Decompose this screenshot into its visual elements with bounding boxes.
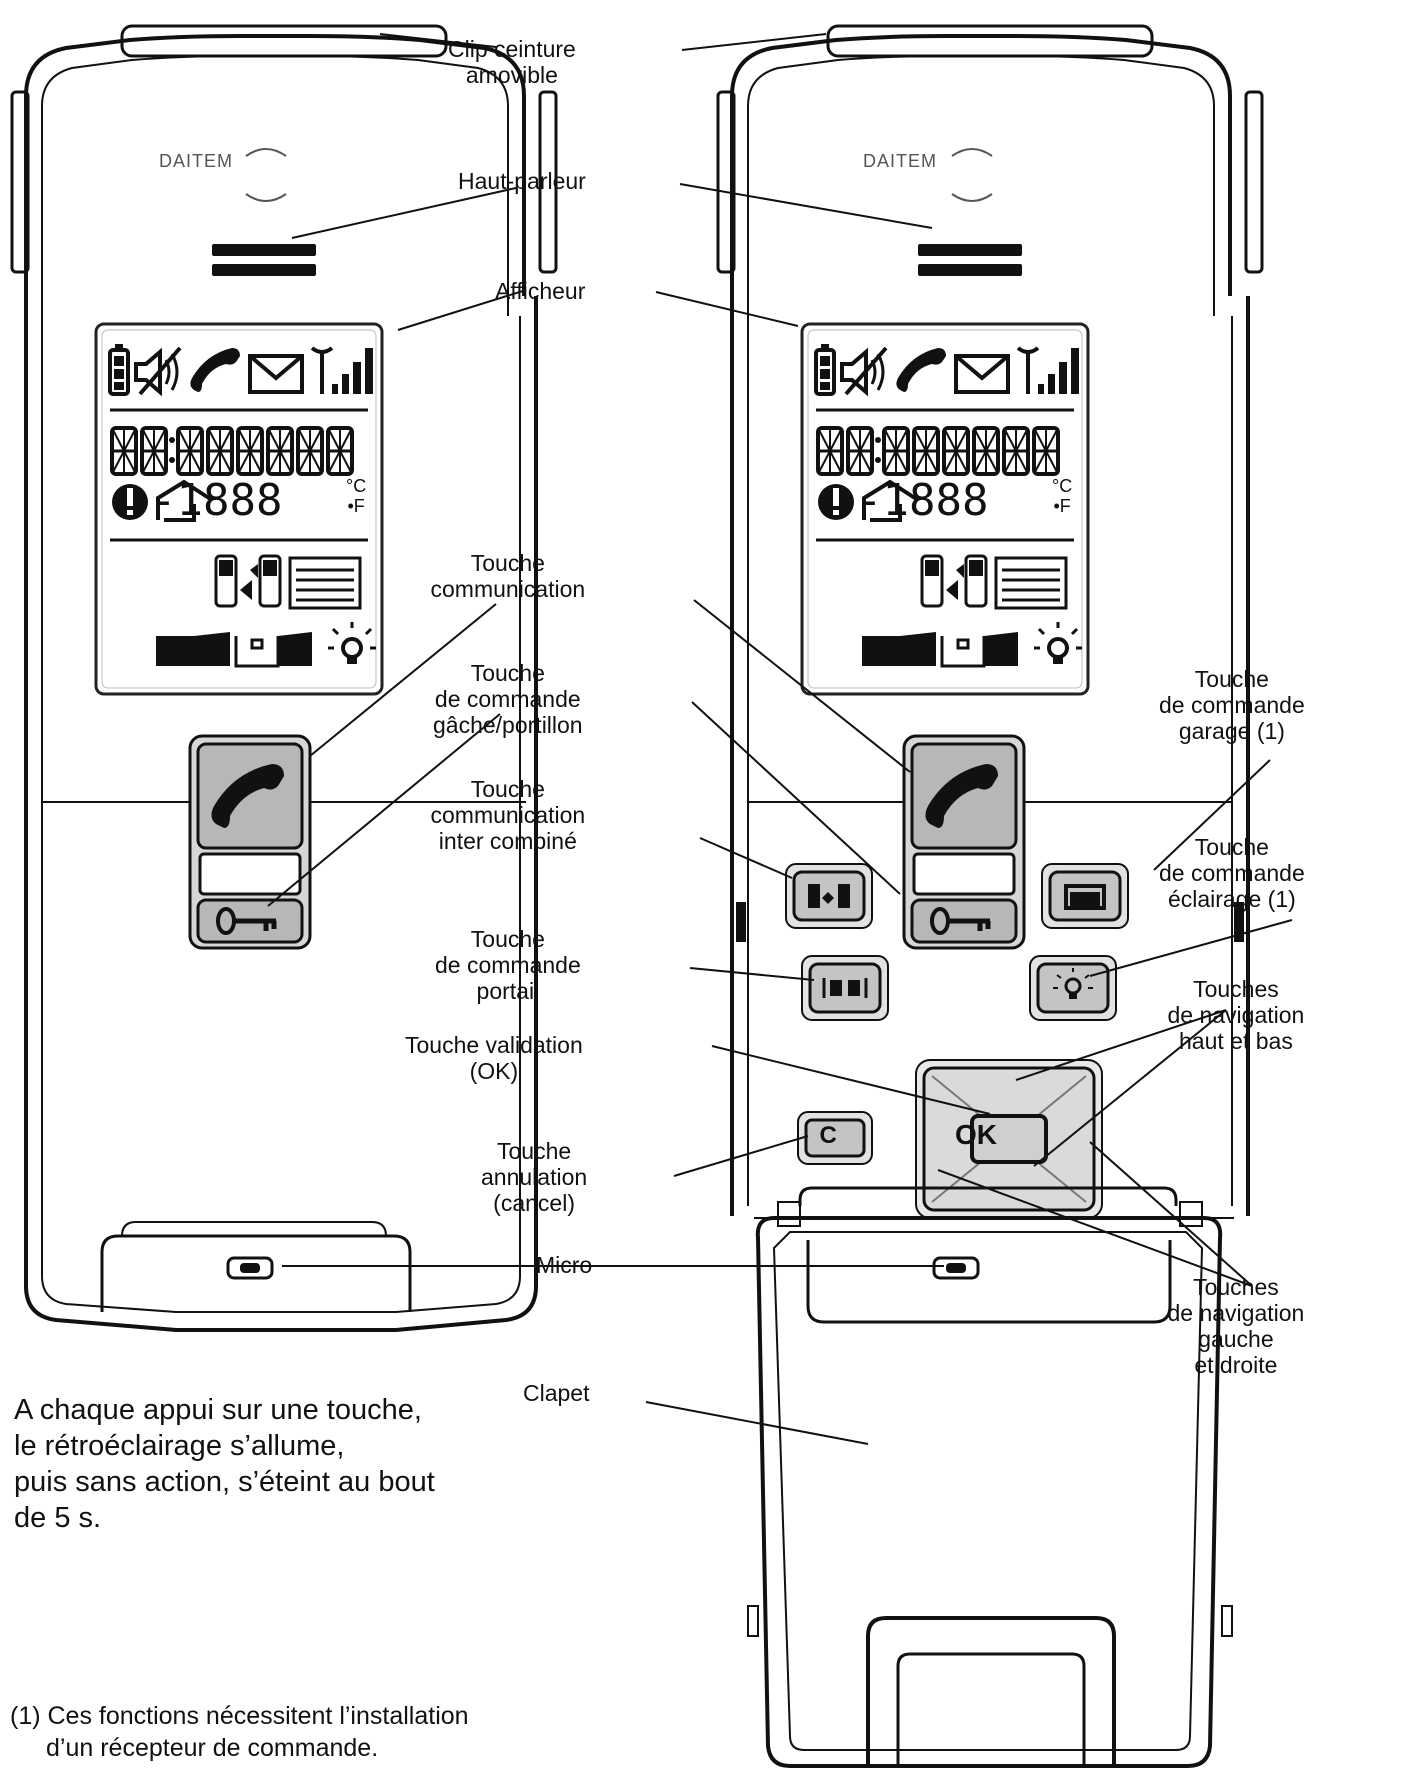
lcd-unit-c-left: °C xyxy=(346,476,367,496)
brand-logo-right: DAITEM xyxy=(863,151,938,171)
lcd-unit-c-right: °C xyxy=(1052,476,1073,496)
brand-logo-left: DAITEM xyxy=(159,151,234,171)
label-flap: Clapet xyxy=(523,1380,590,1406)
lcd-temp-left: -1888 xyxy=(150,475,283,526)
label-micro: Micro xyxy=(536,1252,593,1278)
ok-key: OK xyxy=(955,1119,997,1150)
lcd-unit-f-right: •F xyxy=(1053,496,1071,516)
lcd-unit-f-left: •F xyxy=(347,496,365,516)
footnote: (1) Ces fonctions nécessitent l’installa… xyxy=(10,1702,469,1762)
label-display: Afficheur xyxy=(495,278,586,304)
cancel-key: C xyxy=(819,1122,837,1149)
label-ok-key: Touche validation(OK) xyxy=(405,1032,583,1084)
lcd-temp-right: -1888 xyxy=(856,475,989,526)
label-speaker: Haut-parleur xyxy=(458,168,586,194)
backlight-note: A chaque appui sur une touche,le rétroéc… xyxy=(14,1394,435,1534)
